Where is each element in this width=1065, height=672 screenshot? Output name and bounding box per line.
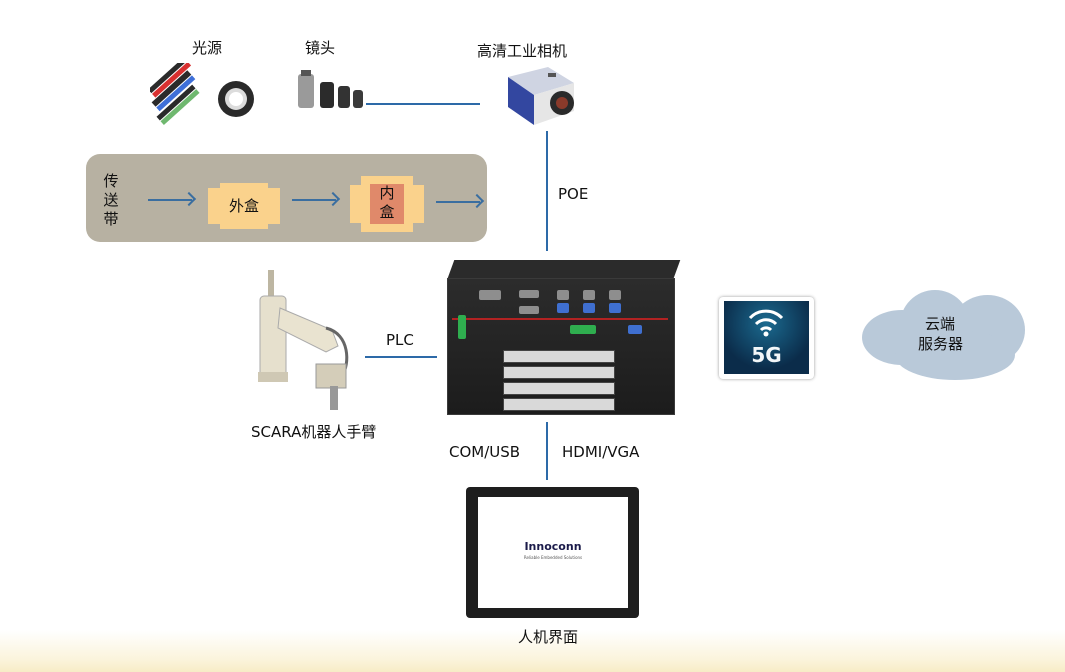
lens-image xyxy=(298,70,363,108)
hmi-screen xyxy=(478,497,628,608)
com-usb-label: COM/USB xyxy=(449,443,521,461)
cloud-label-line-1: 云端 xyxy=(924,315,955,333)
poe-connector xyxy=(546,131,548,251)
light-source-image xyxy=(150,63,254,125)
flow-arrow-3 xyxy=(436,201,480,203)
expansion-slot-4 xyxy=(503,398,615,411)
outer-box-label: 外盒 xyxy=(228,197,259,215)
conveyor-label-char-3: 带 xyxy=(103,210,119,228)
scara-label: SCARA机器人手臂 xyxy=(251,423,377,441)
com-port-2 xyxy=(519,306,539,314)
scara-robot-image xyxy=(258,270,349,410)
camera-label: 高清工业相机 xyxy=(477,42,568,60)
lan-port-3 xyxy=(609,290,621,300)
cloud-label: 云端 服务器 xyxy=(918,314,964,354)
lens-label: 镜头 xyxy=(305,39,336,57)
usb-port-1 xyxy=(557,303,569,313)
inner-box-label-line-2: 盒 xyxy=(379,203,395,221)
expansion-slot-1 xyxy=(503,350,615,363)
wifi-icon xyxy=(748,309,784,337)
hdmi-vga-label: HDMI/VGA xyxy=(562,443,640,461)
usb-port-2 xyxy=(583,303,595,313)
lan-port-1 xyxy=(557,290,569,300)
hmi-label: 人机界面 xyxy=(518,628,579,646)
lan-port-2 xyxy=(583,290,595,300)
gpio-terminal xyxy=(570,325,596,334)
poe-label: POE xyxy=(558,185,589,203)
power-terminal xyxy=(458,315,466,339)
expansion-slot-2 xyxy=(503,366,615,379)
cloud-shape-4 xyxy=(895,330,1015,380)
inner-box-core xyxy=(370,184,404,224)
background-glow xyxy=(0,630,1065,672)
flow-arrow-2 xyxy=(292,199,336,201)
vga-port xyxy=(479,290,501,300)
hmi-brand-logo: Innoconn xyxy=(524,540,582,553)
flow-arrow-1 xyxy=(148,199,192,201)
outer-box-shape-h xyxy=(208,188,280,224)
conveyor-label: 传 送 带 xyxy=(100,172,122,229)
light-source-label: 光源 xyxy=(192,39,223,57)
cloud-label-line-2: 服务器 xyxy=(918,335,964,353)
ipc-accent-line xyxy=(452,318,668,320)
lens-camera-connector xyxy=(366,103,480,105)
com-port-1 xyxy=(519,290,539,298)
plc-label: PLC xyxy=(386,331,414,349)
conveyor-label-char-2: 送 xyxy=(103,191,119,209)
usb-port-4 xyxy=(628,325,642,334)
5g-badge: 5G xyxy=(751,343,782,367)
plc-connector xyxy=(365,356,437,358)
conveyor-label-char-1: 传 xyxy=(103,172,119,190)
ipc-top-panel xyxy=(447,260,681,280)
5g-screen xyxy=(724,301,809,374)
hmi-connector xyxy=(546,422,548,480)
hmi-tagline: Reliable Embedded Solutions xyxy=(523,555,583,560)
expansion-slot-3 xyxy=(503,382,615,395)
conveyor-belt xyxy=(86,154,487,242)
inner-box-label-line-1: 内 xyxy=(379,184,395,202)
industrial-camera-image xyxy=(508,67,574,125)
usb-port-3 xyxy=(609,303,621,313)
inner-box-label: 内 盒 xyxy=(370,184,404,222)
